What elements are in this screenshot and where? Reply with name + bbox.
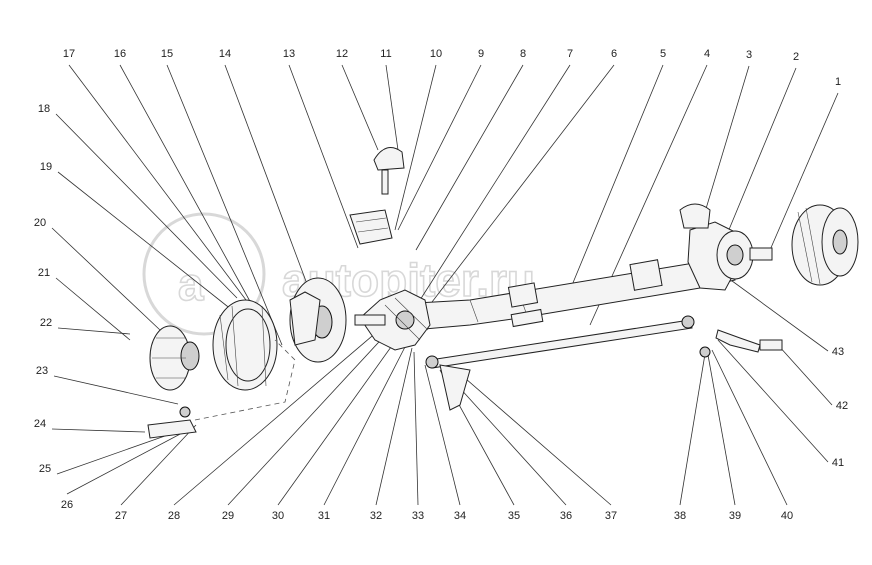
- leader-line-34: [424, 364, 461, 506]
- callout-40: 40: [781, 510, 793, 522]
- right-brake-drum: [791, 204, 859, 286]
- callout-15: 15: [161, 48, 173, 60]
- leader-line-24: [51, 428, 146, 433]
- callout-41: 41: [832, 457, 844, 469]
- leader-line-36: [447, 374, 567, 506]
- leader-line-7: [419, 64, 571, 301]
- leader-line-39: [707, 354, 736, 506]
- leader-line-27: [120, 424, 197, 506]
- callout-12: 12: [336, 48, 348, 60]
- leader-line-12: [341, 64, 379, 151]
- callout-26: 26: [61, 499, 73, 511]
- leader-line-3: [704, 65, 750, 213]
- leader-line-30: [277, 339, 397, 506]
- leader-line-10: [394, 64, 437, 231]
- callout-7: 7: [567, 48, 573, 60]
- leader-line-33: [413, 351, 419, 506]
- callout-18: 18: [38, 103, 50, 115]
- leader-line-28: [173, 324, 386, 506]
- callout-8: 8: [520, 48, 526, 60]
- right-knuckle: [679, 203, 773, 291]
- leader-line-26: [66, 431, 185, 495]
- callout-35: 35: [508, 510, 520, 522]
- leader-line-13: [288, 64, 359, 249]
- leader-line-1: [769, 92, 839, 251]
- callout-6: 6: [611, 48, 617, 60]
- callout-3: 3: [746, 49, 752, 61]
- tie-rod: [425, 315, 695, 369]
- leader-line-2: [727, 67, 797, 233]
- callout-9: 9: [478, 48, 484, 60]
- leader-line-17: [68, 64, 247, 301]
- leader-line-11: [385, 64, 399, 151]
- callout-4: 4: [704, 48, 710, 60]
- steering-arms: [147, 329, 783, 439]
- callout-29: 29: [222, 510, 234, 522]
- callout-1: 1: [835, 76, 841, 88]
- leader-line-9: [397, 64, 482, 231]
- watermark-logo-ring: [142, 212, 266, 336]
- callout-33: 33: [412, 510, 424, 522]
- leader-line-15: [166, 64, 283, 346]
- leader-line-25: [56, 429, 183, 475]
- callout-17: 17: [63, 48, 75, 60]
- brake-line-path: [194, 339, 296, 421]
- leader-line-31: [323, 344, 407, 506]
- callout-11: 11: [380, 48, 391, 60]
- leader-line-41: [717, 339, 829, 463]
- callout-27: 27: [115, 510, 127, 522]
- left-knuckle: [354, 289, 431, 351]
- callout-22: 22: [40, 317, 52, 329]
- callout-32: 32: [370, 510, 382, 522]
- callout-39: 39: [729, 510, 741, 522]
- parts-drawing: [147, 147, 859, 439]
- leader-line-16: [119, 64, 253, 306]
- callout-43: 43: [832, 346, 844, 358]
- callout-21: 21: [38, 267, 50, 279]
- callout-5: 5: [660, 48, 666, 60]
- leader-line-22: [57, 327, 131, 335]
- leader-line-43: [727, 277, 829, 352]
- left-brake-assembly: [149, 277, 347, 391]
- callout-13: 13: [283, 48, 295, 60]
- callout-31: 31: [318, 510, 330, 522]
- callout-labels: 1234567891011121314151617181920212223242…: [34, 48, 848, 522]
- leader-line-6: [431, 64, 615, 303]
- watermark-logo-glyph: a: [178, 258, 204, 310]
- leader-line-37: [457, 371, 612, 506]
- callout-28: 28: [168, 510, 180, 522]
- callout-20: 20: [34, 217, 46, 229]
- callout-38: 38: [674, 510, 686, 522]
- leader-line-18: [55, 113, 238, 299]
- leader-line-5: [569, 64, 664, 291]
- callout-16: 16: [114, 48, 126, 60]
- callout-37: 37: [605, 510, 617, 522]
- callout-10: 10: [430, 48, 442, 60]
- leader-line-38: [679, 353, 706, 506]
- brake-chamber: [349, 147, 405, 245]
- axle-beam: [379, 259, 736, 333]
- callout-34: 34: [454, 510, 466, 522]
- leader-line-23: [53, 375, 179, 405]
- callout-23: 23: [36, 365, 48, 377]
- callout-2: 2: [793, 51, 799, 63]
- leader-line-8: [415, 64, 524, 251]
- callout-30: 30: [272, 510, 284, 522]
- callout-42: 42: [836, 400, 848, 412]
- callout-25: 25: [39, 463, 51, 475]
- leader-line-19: [57, 171, 233, 311]
- leader-line-40: [711, 349, 788, 506]
- callout-19: 19: [40, 161, 52, 173]
- callout-14: 14: [219, 48, 231, 60]
- leader-line-32: [375, 347, 413, 506]
- leader-line-21: [55, 277, 131, 341]
- leader-line-14: [224, 64, 311, 293]
- leader-line-20: [51, 227, 161, 331]
- callout-24: 24: [34, 418, 46, 430]
- callout-36: 36: [560, 510, 572, 522]
- leader-line-42: [777, 344, 833, 406]
- leader-line-29: [227, 329, 391, 506]
